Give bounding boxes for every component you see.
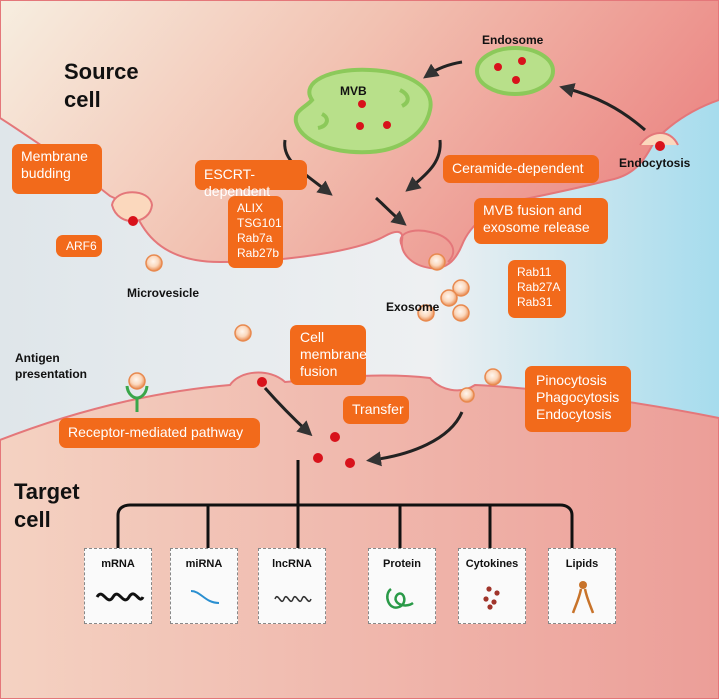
mrna-icon xyxy=(95,592,145,602)
membrane-budding-line2: budding xyxy=(21,165,71,181)
mirna-icon xyxy=(190,590,220,604)
antigen-label-line1: Antigen xyxy=(15,351,60,365)
microvesicle-particle xyxy=(145,254,163,272)
vesicle-endocytosed xyxy=(459,387,475,403)
target-cell-title: Target cell xyxy=(14,478,80,534)
cargo-lipids: Lipids xyxy=(548,548,616,624)
membrane-budding-box: Membrane budding xyxy=(12,144,102,194)
budding-vesicle xyxy=(110,191,154,226)
fused-cargo-dot xyxy=(257,377,267,387)
mvb-label: MVB xyxy=(340,84,367,98)
transfer-box: Transfer xyxy=(343,396,409,424)
cargo-mirna-label: miRNA xyxy=(185,558,223,570)
microvesicle-label: Microvesicle xyxy=(127,286,200,300)
cargo-lncrna-label: lncRNA xyxy=(272,558,312,570)
receptor-mediated-box: Receptor-mediated pathway xyxy=(59,418,260,448)
mvb-fusion-box: MVB fusion and exosome release xyxy=(474,198,608,244)
protein-rab11: Rab11 xyxy=(517,265,552,279)
fusion-line2: membrane xyxy=(300,346,367,362)
uptake-endocytosis: Endocytosis xyxy=(536,406,612,422)
source-title-line1: Source xyxy=(64,59,139,84)
cargo-lncrna: lncRNA xyxy=(258,548,326,624)
mvb xyxy=(293,67,433,155)
endosome xyxy=(475,46,555,96)
fusion-line1: Cell xyxy=(300,329,325,345)
uptake-phagocytosis: Phagocytosis xyxy=(536,389,620,405)
uptake-mechanisms-box: Pinocytosis Phagocytosis Endocytosis xyxy=(525,366,631,432)
target-title-line2: cell xyxy=(14,507,51,532)
protein-rab27b: Rab27b xyxy=(237,246,280,260)
target-title-line1: Target xyxy=(14,479,80,504)
cargo-mrna: mRNA xyxy=(84,548,152,624)
cargo-mirna: miRNA xyxy=(170,548,238,624)
protein-alix: ALIX xyxy=(237,201,264,215)
lncrna-icon xyxy=(274,596,312,602)
arf6-box: ARF6 xyxy=(56,235,102,257)
cargo-protein: Protein xyxy=(368,548,436,624)
antigen-presentation-label: Antigen presentation xyxy=(15,350,87,382)
lipids-icon xyxy=(571,581,595,614)
cargo-protein-label: Protein xyxy=(383,558,421,570)
endocytosis-pit xyxy=(639,132,679,151)
exosome-pocket xyxy=(399,229,470,322)
escrt-box: ESCRT-dependent xyxy=(195,160,307,199)
cargo-mrna-label: mRNA xyxy=(101,558,135,570)
mvb-fusion-line1: MVB fusion and xyxy=(483,202,582,218)
mvb-fusion-line2: exosome release xyxy=(483,219,590,235)
cargo-lipids-label: Lipids xyxy=(565,558,599,570)
source-title-line2: cell xyxy=(64,87,101,112)
vesicle-approaching xyxy=(484,368,502,386)
escrt-proteins-box: ALIX TSG101 Rab7a Rab27b xyxy=(228,196,283,268)
protein-icon xyxy=(386,588,414,609)
fusion-line3: fusion xyxy=(300,363,338,379)
cytokines-icon xyxy=(483,586,500,610)
endocytosis-label: Endocytosis xyxy=(619,156,691,170)
arrows xyxy=(263,60,646,467)
ceramide-box: Ceramide-dependent xyxy=(443,155,599,183)
cell-membrane-fusion-box: Cell membrane fusion xyxy=(290,325,367,385)
protein-tsg101: TSG101 xyxy=(237,216,282,230)
cargo-tree xyxy=(116,460,574,548)
antigen-receptor xyxy=(125,372,149,412)
vesicle-approaching xyxy=(234,324,252,342)
protein-rab31: Rab31 xyxy=(517,295,553,309)
membrane-budding-line1: Membrane xyxy=(21,148,88,164)
cargo-cytokines: Cytokines xyxy=(458,548,526,624)
released-cargo xyxy=(313,432,355,468)
rab-proteins-box: Rab11 Rab27A Rab31 xyxy=(508,260,566,318)
cargo-cytokines-label: Cytokines xyxy=(465,558,519,570)
endosome-label: Endosome xyxy=(482,33,544,47)
antigen-label-line2: presentation xyxy=(15,367,88,381)
source-cell-title: Source cell xyxy=(64,58,139,114)
exosome-label: Exosome xyxy=(386,300,440,314)
protein-rab27a: Rab27A xyxy=(517,280,561,294)
uptake-pinocytosis: Pinocytosis xyxy=(536,372,607,388)
protein-rab7a: Rab7a xyxy=(237,231,273,245)
